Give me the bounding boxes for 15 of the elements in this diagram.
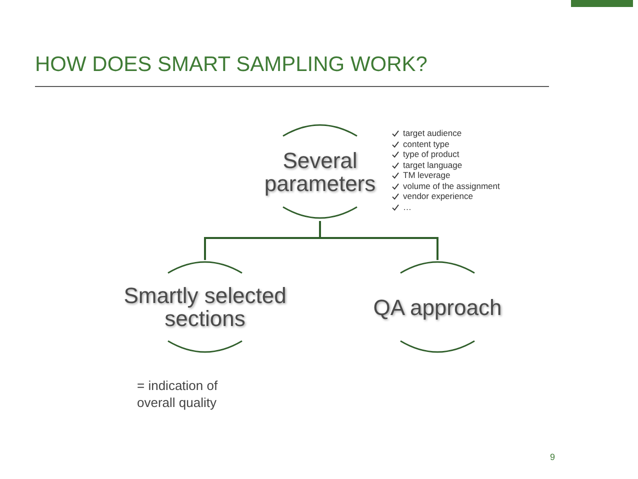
slide-title: HOW DOES SMART SAMPLING WORK? — [35, 53, 428, 77]
checklist-item: content type — [403, 138, 450, 149]
checklist-item: target audience — [403, 128, 462, 138]
node-label: QA approach — [373, 296, 502, 318]
node-label: Several parameters — [263, 148, 377, 194]
checklist-item: target language — [403, 160, 462, 170]
checklist-item: volume of the assignment — [403, 180, 500, 191]
checklist-item: … — [403, 202, 412, 212]
page-number: 9 — [550, 452, 556, 462]
node-label: Smartly selected sections — [122, 284, 288, 330]
annotation-text: = indication of overall quality — [137, 377, 219, 411]
checklist-item: vendor experience — [403, 191, 473, 202]
checklist-item: TM leverage — [403, 170, 450, 180]
tree-connector — [319, 221, 438, 260]
checklist-item: type of product — [403, 149, 460, 160]
